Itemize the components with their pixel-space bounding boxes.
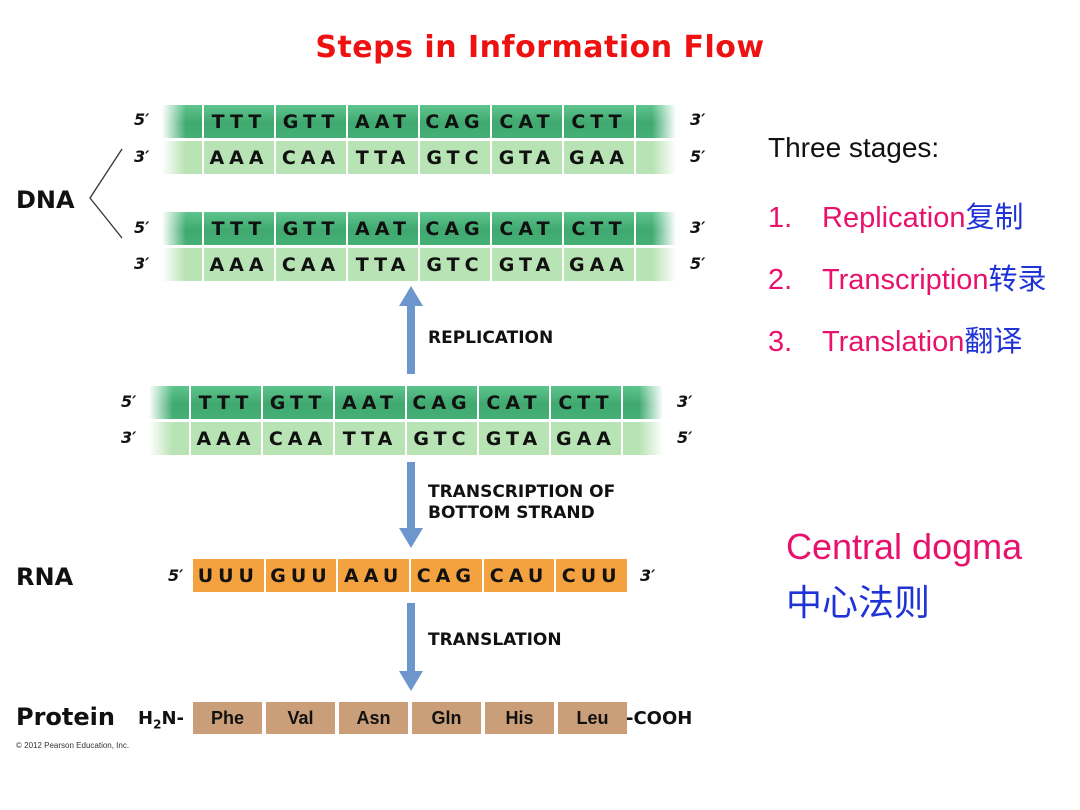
- dna1-bottom-strand: AAA CAA TTA GTC GTA GAA: [162, 141, 676, 174]
- codon: AAA: [191, 422, 263, 455]
- amino-acid: Leu: [558, 702, 627, 734]
- codon: TTT: [204, 105, 276, 138]
- stages-heading: Three stages:: [768, 132, 940, 163]
- codon: CAG: [420, 212, 492, 245]
- protein-chain: Phe Val Asn Gln His Leu: [193, 702, 627, 734]
- codon: TTA: [335, 422, 407, 455]
- protein-n-terminus: H2N-: [138, 708, 184, 732]
- amino-acid: Gln: [412, 702, 485, 734]
- dna3-top-5prime: 5′: [121, 392, 137, 411]
- codon: CAT: [492, 105, 564, 138]
- codon: GTA: [492, 248, 564, 281]
- codon: TTA: [348, 248, 420, 281]
- codon: CAT: [492, 212, 564, 245]
- dna-bracket: [89, 148, 123, 239]
- rna-codon: GUU: [265, 559, 339, 592]
- replication-label: REPLICATION: [428, 328, 554, 348]
- dna3-bottom-5prime: 5′: [677, 428, 693, 447]
- codon: GTA: [479, 422, 551, 455]
- codon: GAA: [551, 422, 623, 455]
- codon: GTT: [276, 212, 348, 245]
- copyright: © 2012 Pearson Education, Inc.: [16, 741, 130, 750]
- replication-arrow-icon: [399, 286, 423, 374]
- rna-codon: UUU: [193, 559, 266, 592]
- codon: TTT: [191, 386, 263, 419]
- codon: CAG: [420, 105, 492, 138]
- dna2-bottom-5prime: 5′: [690, 254, 706, 273]
- page-title: Steps in Information Flow: [315, 30, 765, 65]
- amino-acid: Asn: [339, 702, 412, 734]
- codon: TTT: [204, 212, 276, 245]
- protein-c-terminus: -COOH: [626, 708, 693, 729]
- transcription-arrow-icon: [399, 462, 423, 548]
- dna2-bottom-strand: AAA CAA TTA GTC GTA GAA: [162, 248, 676, 281]
- codon: CAA: [263, 422, 335, 455]
- codon: AAT: [348, 105, 420, 138]
- codon: CTT: [564, 105, 636, 138]
- codon: GTC: [407, 422, 479, 455]
- codon: GTT: [276, 105, 348, 138]
- rna-5prime: 5′: [168, 566, 184, 585]
- codon: AAA: [204, 141, 276, 174]
- codon: GAA: [564, 141, 636, 174]
- stage-item: 3.Translation翻译: [768, 324, 1023, 358]
- dna-label: DNA: [16, 186, 75, 214]
- central-dogma-zh: 中心法则: [786, 583, 931, 624]
- rna-3prime: 3′: [640, 566, 656, 585]
- codon: GTC: [420, 248, 492, 281]
- amino-acid: Val: [266, 702, 339, 734]
- dna1-top-strand: TTT GTT AAT CAG CAT CTT: [162, 105, 676, 138]
- codon: AAT: [348, 212, 420, 245]
- dna2-top-5prime: 5′: [134, 218, 150, 237]
- codon: GTT: [263, 386, 335, 419]
- dna2-top-strand: TTT GTT AAT CAG CAT CTT: [162, 212, 676, 245]
- transcription-label-line2: BOTTOM STRAND: [428, 503, 595, 523]
- dna3-top-3prime: 3′: [677, 392, 693, 411]
- codon: TTA: [348, 141, 420, 174]
- dna1-bottom-5prime: 5′: [690, 147, 706, 166]
- stage-item: 2.Transcription转录: [768, 262, 1047, 296]
- codon: CAA: [276, 141, 348, 174]
- rna-label: RNA: [16, 563, 74, 591]
- codon: CAA: [276, 248, 348, 281]
- dna3-bottom-3prime: 3′: [121, 428, 137, 447]
- amino-acid: His: [485, 702, 558, 734]
- codon: GTA: [492, 141, 564, 174]
- translation-arrow-icon: [399, 603, 423, 691]
- amino-acid: Phe: [193, 702, 266, 734]
- stage-item: 1.Replication复制: [768, 200, 1024, 234]
- codon: CAT: [479, 386, 551, 419]
- rna-codon: CAG: [411, 559, 484, 592]
- dna1-bottom-3prime: 3′: [134, 147, 150, 166]
- protein-label: Protein: [16, 703, 115, 731]
- codon: CTT: [551, 386, 623, 419]
- rna-codon: CAU: [483, 559, 557, 592]
- translation-label: TRANSLATION: [428, 630, 562, 650]
- codon: GAA: [564, 248, 636, 281]
- codon: CTT: [564, 212, 636, 245]
- dna2-bottom-3prime: 3′: [134, 254, 150, 273]
- transcription-label-line1: TRANSCRIPTION OF: [428, 482, 616, 502]
- codon: AAT: [335, 386, 407, 419]
- dna1-top-3prime: 3′: [690, 110, 706, 129]
- dna1-top-5prime: 5′: [134, 110, 150, 129]
- rna-strand: UUU GUU AAU CAG CAU CUU: [193, 559, 628, 592]
- dna2-top-3prime: 3′: [690, 218, 706, 237]
- central-dogma-en: Central dogma: [786, 526, 1023, 567]
- dna3-top-strand: TTT GTT AAT CAG CAT CTT: [149, 386, 663, 419]
- rna-codon: CUU: [556, 559, 628, 592]
- dna3-bottom-strand: AAA CAA TTA GTC GTA GAA: [149, 422, 663, 455]
- codon: AAA: [204, 248, 276, 281]
- codon: CAG: [407, 386, 479, 419]
- codon: GTC: [420, 141, 492, 174]
- rna-codon: AAU: [338, 559, 412, 592]
